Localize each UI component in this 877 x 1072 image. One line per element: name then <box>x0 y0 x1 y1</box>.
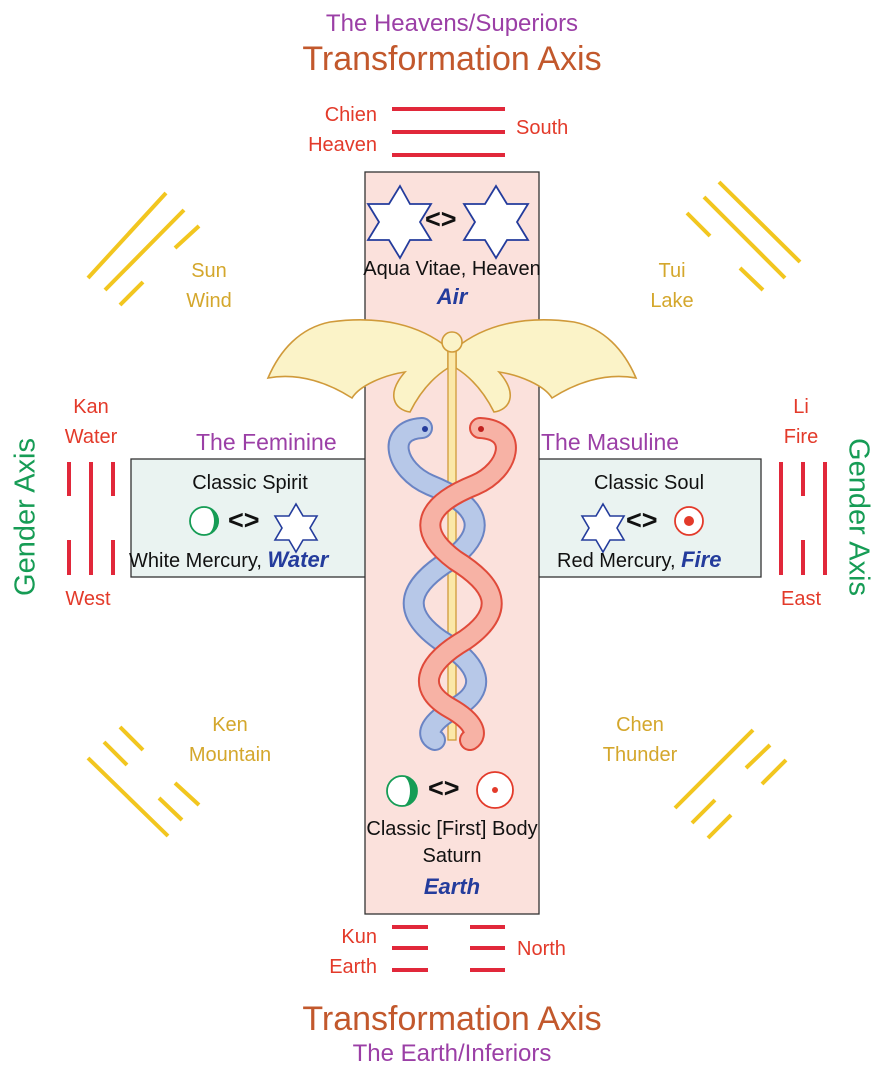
chien-name: Chien <box>308 100 377 130</box>
masculine-title: The Masuline <box>541 429 679 456</box>
bottom-symbol: <> <box>428 773 460 804</box>
feminine-title: The Feminine <box>196 429 337 456</box>
red-mercury-text: Red Mercury, <box>557 550 676 572</box>
earth-globe-icon <box>387 776 417 806</box>
east-label: East <box>781 588 821 611</box>
water-element: Water <box>268 547 329 572</box>
li-meaning: Fire <box>784 422 818 452</box>
li-label: Li Fire <box>784 392 818 452</box>
sun-wind-label: Sun Wind <box>186 256 232 316</box>
red-mercury-label: Red Mercury, Fire <box>557 547 721 573</box>
moon-icon <box>190 507 219 535</box>
kun-trigram-icon <box>392 927 505 970</box>
chien-label: Chien Heaven <box>308 100 377 160</box>
classic-body-label: Classic [First] Body <box>366 818 537 841</box>
heavens-subtitle: The Heavens/Superiors <box>326 10 578 38</box>
kun-name: Kun <box>329 922 377 952</box>
classic-soul-label: Classic Soul <box>594 472 704 495</box>
kun-label: Kun Earth <box>329 922 377 982</box>
chen-name: Chen <box>603 710 678 740</box>
ken-trigram-icon <box>88 727 199 836</box>
gender-axis-left: Gender Axis <box>10 438 43 596</box>
li-trigram-icon <box>781 462 825 575</box>
ken-mountain-label: Ken Mountain <box>189 710 271 770</box>
saturn-label: Saturn <box>423 845 482 868</box>
saturn-circle-icon <box>477 772 513 808</box>
tui-name: Tui <box>650 256 693 286</box>
white-mercury-label: White Mercury, Water <box>129 547 328 573</box>
chen-meaning: Thunder <box>603 740 678 770</box>
li-name: Li <box>784 392 818 422</box>
west-label: West <box>65 588 110 611</box>
chen-thunder-label: Chen Thunder <box>603 710 678 770</box>
tui-meaning: Lake <box>650 286 693 316</box>
chien-trigram-icon <box>392 109 505 155</box>
air-element: Air <box>437 284 468 310</box>
sun-symbol-icon <box>675 507 703 535</box>
kan-label: Kan Water <box>65 392 118 452</box>
kan-name: Kan <box>65 392 118 422</box>
feminine-symbol: <> <box>228 505 260 536</box>
gender-axis-right: Gender Axis <box>842 438 875 596</box>
kan-meaning: Water <box>65 422 118 452</box>
sun-meaning: Wind <box>186 286 232 316</box>
chien-meaning: Heaven <box>308 130 377 160</box>
fire-element: Fire <box>681 547 721 572</box>
chen-trigram-icon <box>675 730 786 838</box>
kan-trigram-icon <box>69 462 113 575</box>
earth-element: Earth <box>424 874 480 900</box>
top-transformation-axis: Transformation Axis <box>302 40 601 79</box>
white-mercury-text: White Mercury, <box>129 550 262 572</box>
caduceus-orb-icon <box>442 332 462 352</box>
ken-name: Ken <box>189 710 271 740</box>
sun-name: Sun <box>186 256 232 286</box>
bottom-transformation-axis: Transformation Axis <box>302 1000 601 1039</box>
south-label: South <box>516 117 568 140</box>
sun-trigram-icon <box>88 193 199 305</box>
north-label: North <box>517 938 566 961</box>
masculine-symbol: <> <box>626 505 658 536</box>
classic-spirit-label: Classic Spirit <box>192 472 308 495</box>
aqua-vitae-label: Aqua Vitae, Heaven <box>363 258 541 281</box>
ken-meaning: Mountain <box>189 740 271 770</box>
tui-trigram-icon <box>687 182 800 290</box>
tui-lake-label: Tui Lake <box>650 256 693 316</box>
top-symbol: <> <box>425 204 457 235</box>
kun-meaning: Earth <box>329 952 377 982</box>
earth-inferiors-subtitle: The Earth/Inferiors <box>353 1040 552 1068</box>
